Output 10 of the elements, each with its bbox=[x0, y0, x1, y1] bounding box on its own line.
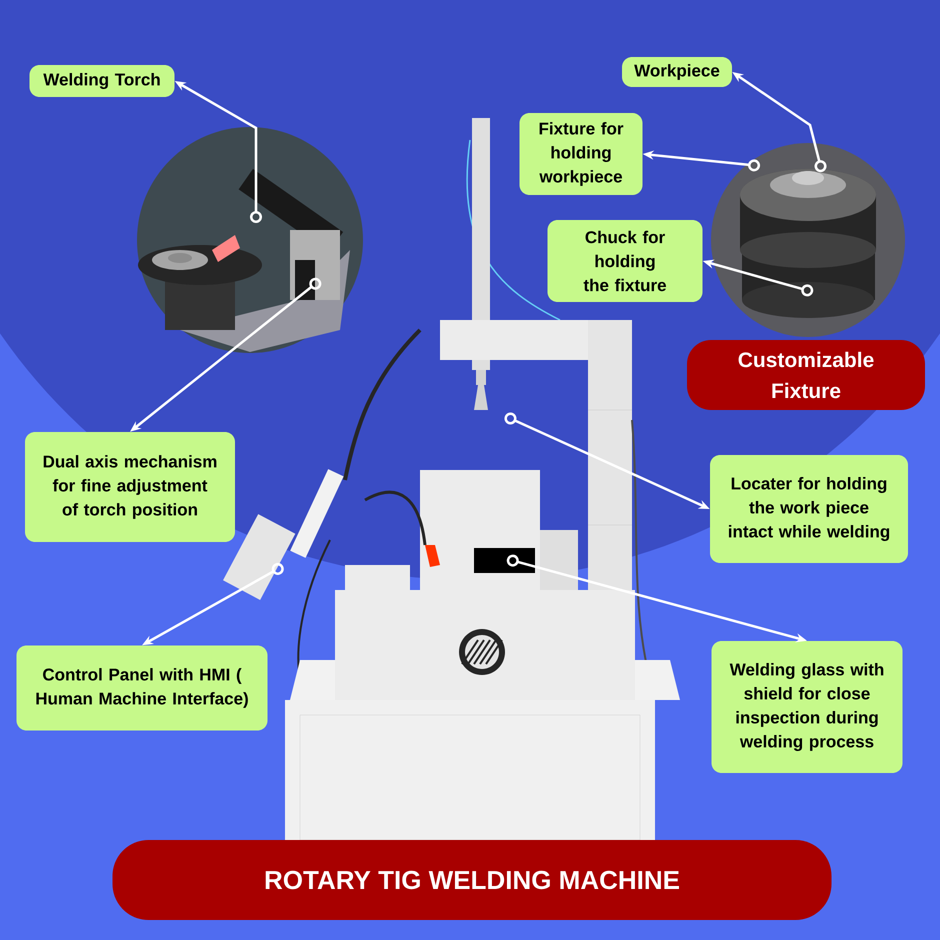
label-box: Welding Torch bbox=[30, 65, 174, 97]
label-box: Locater for holding the work piece intact while welding bbox=[710, 455, 908, 563]
label-box: Chuck for holding the fixture bbox=[548, 220, 702, 302]
title-banner: ROTARY TIG WELDING MACHINE bbox=[112, 840, 832, 920]
label-box: Control Panel with HMI ( Human Machine Interface) bbox=[16, 646, 268, 730]
label-box: Dual axis mechanism for fine adjustment of torch position bbox=[25, 432, 235, 542]
label-box: Fixture for holding workpiece bbox=[520, 113, 642, 195]
label-box: Workpiece bbox=[622, 57, 732, 87]
feature-badge: Customizable Fixture bbox=[687, 340, 925, 410]
label-box: Welding glass with shield for close inspection during welding process bbox=[712, 641, 902, 773]
